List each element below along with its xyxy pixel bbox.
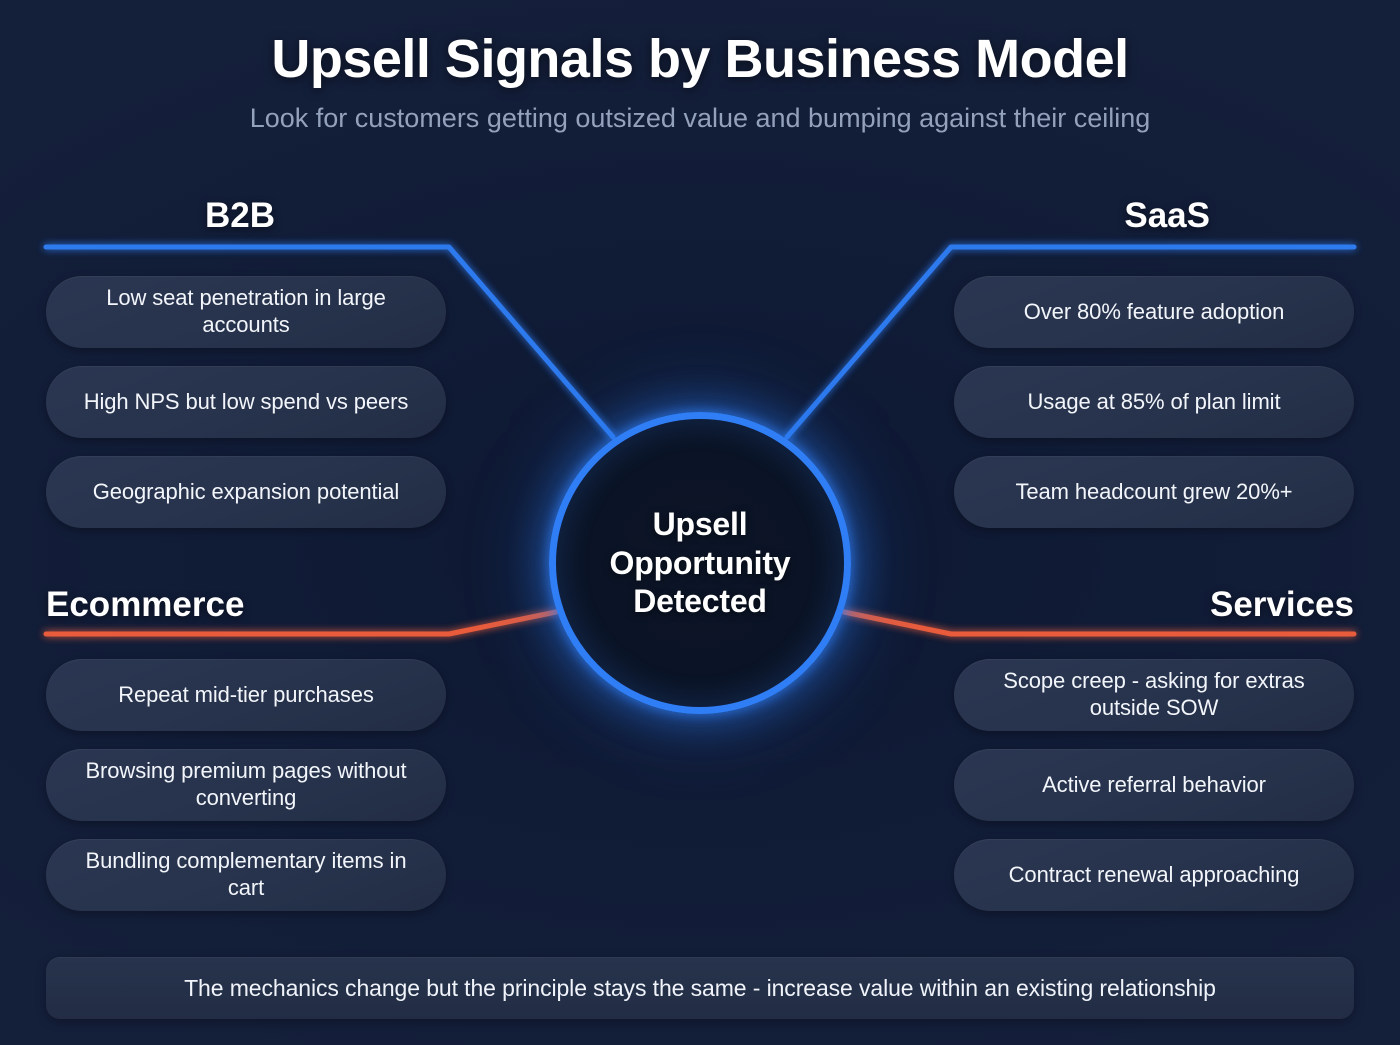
page-subtitle: Look for customers getting outsized valu… bbox=[249, 103, 1151, 134]
center-node-label: Upsell Opportunity Detected bbox=[609, 506, 791, 620]
signal-pill[interactable]: Repeat mid-tier purchases bbox=[46, 659, 446, 731]
signal-pill-label: Bundling complementary items in cart bbox=[85, 848, 407, 900]
header: Upsell Signals by Business Model Look fo… bbox=[0, 30, 1400, 135]
signal-pill-label: Low seat penetration in large accounts bbox=[106, 285, 386, 337]
quadrant-heading-b2b: B2B bbox=[205, 196, 276, 235]
page-title: Upsell Signals by Business Model bbox=[271, 29, 1129, 89]
quadrant-heading-ecommerce: Ecommerce bbox=[46, 585, 245, 624]
signal-pill[interactable]: High NPS but low spend vs peers bbox=[46, 366, 446, 438]
signal-pill-label: Browsing premium pages without convertin… bbox=[85, 758, 407, 810]
signal-list-saas: Over 80% feature adoption Usage at 85% o… bbox=[954, 276, 1354, 528]
quadrant-heading-services: Services bbox=[1209, 585, 1354, 624]
signal-pill-label: Contract renewal approaching bbox=[1008, 861, 1300, 887]
signal-pill[interactable]: Geographic expansion potential bbox=[46, 456, 446, 528]
signal-pill-label: Scope creep - asking for extras outside … bbox=[1003, 668, 1305, 720]
signal-pill[interactable]: Scope creep - asking for extras outside … bbox=[954, 659, 1354, 731]
signal-list-b2b: Low seat penetration in large accounts H… bbox=[46, 276, 446, 528]
signal-pill-label: Geographic expansion potential bbox=[92, 478, 400, 504]
signal-pill[interactable]: Usage at 85% of plan limit bbox=[954, 366, 1354, 438]
footer-banner: The mechanics change but the principle s… bbox=[46, 957, 1354, 1019]
quadrant-heading-saas: SaaS bbox=[1124, 196, 1210, 235]
signal-pill[interactable]: Low seat penetration in large accounts bbox=[46, 276, 446, 348]
signal-pill[interactable]: Over 80% feature adoption bbox=[954, 276, 1354, 348]
center-node: Upsell Opportunity Detected bbox=[549, 412, 851, 714]
signal-list-services: Scope creep - asking for extras outside … bbox=[954, 659, 1354, 911]
signal-list-ecommerce: Repeat mid-tier purchases Browsing premi… bbox=[46, 659, 446, 911]
signal-pill[interactable]: Bundling complementary items in cart bbox=[46, 839, 446, 911]
footer-banner-text: The mechanics change but the principle s… bbox=[184, 974, 1216, 1001]
signal-pill[interactable]: Contract renewal approaching bbox=[954, 839, 1354, 911]
signal-pill-label: Usage at 85% of plan limit bbox=[1027, 388, 1281, 414]
signal-pill-label: High NPS but low spend vs peers bbox=[83, 388, 409, 414]
signal-pill[interactable]: Team headcount grew 20%+ bbox=[954, 456, 1354, 528]
signal-pill-label: Active referral behavior bbox=[1042, 771, 1266, 797]
signal-pill-label: Team headcount grew 20%+ bbox=[1015, 478, 1293, 504]
signal-pill[interactable]: Active referral behavior bbox=[954, 749, 1354, 821]
signal-pill-label: Repeat mid-tier purchases bbox=[118, 681, 374, 707]
signal-pill-label: Over 80% feature adoption bbox=[1023, 298, 1285, 324]
signal-pill[interactable]: Browsing premium pages without convertin… bbox=[46, 749, 446, 821]
